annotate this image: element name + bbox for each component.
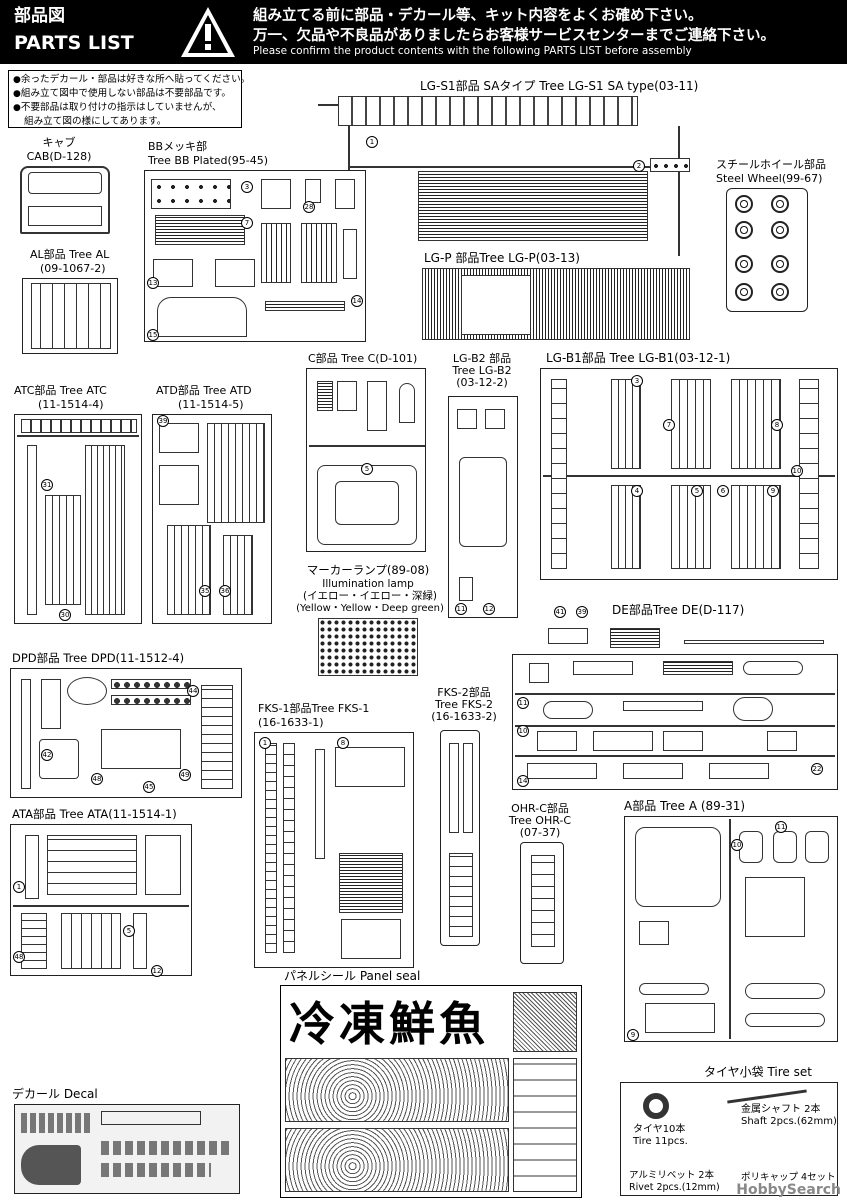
- watermark: HobbySearch: [736, 1182, 841, 1198]
- tree-c: 5: [306, 368, 426, 552]
- tree-marker-lamp: [318, 618, 418, 676]
- tree-cab: [20, 166, 110, 234]
- shaft-label-jp: 金属シャフト 2本: [741, 1104, 821, 1115]
- label-atd-jp: ATD部品 Tree ATD: [156, 384, 252, 397]
- label-fks2-code: (16-1633-2): [431, 710, 497, 723]
- label-atc-en: (11-1514-4): [38, 398, 104, 411]
- notes-box: ●余ったデカール・部品は好きな所へ貼ってください。 ●組み立て図中で使用しない部…: [8, 70, 251, 128]
- tree-lg-p: [422, 268, 690, 340]
- tire-set-box: タイヤ10本 Tire 11pcs. 金属シャフト 2本 Shaft 2pcs.…: [620, 1082, 838, 1196]
- de-radiator: [610, 628, 660, 648]
- label-atc-jp: ATC部品 Tree ATC: [14, 384, 107, 397]
- tree-ata: 1 48 5 12: [10, 824, 192, 977]
- label-marker-colors-jp: (イエロー・イエロー・深緑): [303, 590, 437, 602]
- rivet-label-jp: アルミリベット 2本: [629, 1170, 714, 1181]
- seal-pattern-squares: [513, 992, 577, 1052]
- tire-label-en: Tire 11pcs.: [633, 1136, 688, 1147]
- label-ohr-jp: OHR-C部品: [511, 802, 569, 815]
- header-line-3: Please confirm the product contents with…: [253, 45, 692, 57]
- panel-seal-sheet: 冷凍鮮魚: [280, 985, 582, 1198]
- note-1: ●余ったデカール・部品は好きな所へ貼ってください。: [13, 74, 251, 85]
- label-c: C部品 Tree C(D-101): [308, 352, 418, 365]
- seal-fish-panel-2: [285, 1128, 509, 1192]
- header-line-2: 万一、欠品や不良品がありましたらお客様サービスセンターまでご連絡下さい。: [253, 28, 775, 44]
- note-4: 組み立て図の様にしてあります。: [24, 116, 167, 127]
- label-al-jp: AL部品 Tree AL: [30, 248, 110, 261]
- note-2: ●組み立て図中で使用しない部品は不要部品です。: [13, 88, 231, 99]
- rivet-label-en: Rivet 2pcs.(12mm): [629, 1182, 720, 1193]
- label-a: A部品 Tree A (89-31): [624, 799, 746, 813]
- label-bb-en: Tree BB Plated(95-45): [148, 154, 269, 167]
- label-dpd: DPD部品 Tree DPD(11-1512-4): [12, 651, 185, 665]
- title-jp: 部品図: [14, 6, 65, 26]
- tree-dpd: 42 44 48 45 49: [10, 668, 242, 798]
- label-cab-jp: キャブ: [42, 136, 76, 149]
- label-fks2-jp: FKS-2部品: [437, 686, 491, 699]
- label-marker-en: Illumination lamp: [322, 578, 414, 590]
- label-lg-b2-en: Tree LG-B2: [452, 364, 512, 377]
- label-cab-en: CAB(D-128): [26, 150, 92, 163]
- tree-lg-s1: 1 2: [318, 96, 698, 256]
- label-marker-colors-en: (Yellow・Yellow・Deep green): [296, 603, 444, 614]
- label-fks2-en: Tree FKS-2: [435, 698, 493, 711]
- label-ata: ATA部品 Tree ATA(11-1514-1): [12, 807, 177, 821]
- seal-fish-panel-1: [285, 1058, 509, 1122]
- tree-lg-b2: 11 12: [448, 396, 518, 618]
- tire-icon: [643, 1093, 669, 1119]
- label-al-en: (09-1067-2): [40, 262, 106, 275]
- label-de: DE部品Tree DE(D-117): [612, 603, 745, 617]
- label-decal: デカール Decal: [12, 1087, 98, 1101]
- tree-fks1: 8 1: [254, 732, 414, 968]
- label-atd-en: (11-1514-5): [178, 398, 244, 411]
- label-fks1-en: (16-1633-1): [258, 716, 324, 729]
- label-ohr-code: (07-37): [519, 826, 561, 839]
- tree-atc: 31 30: [14, 414, 142, 624]
- tree-lg-b1: 3 7 8 4 5 6 9 10: [540, 368, 838, 580]
- shaft-icon: [727, 1089, 807, 1104]
- label-wheel-jp: スチールホイール部品: [716, 158, 826, 171]
- label-lg-p: LG-P 部品Tree LG-P(03-13): [424, 251, 580, 265]
- shaft-label-en: Shaft 2pcs.(62mm): [741, 1116, 837, 1127]
- tree-steel-wheel: [726, 188, 808, 312]
- label-lg-b2-jp: LG-B2 部品: [452, 352, 512, 365]
- label-marker-jp: マーカーランプ(89-08): [306, 563, 430, 577]
- tire-label-jp: タイヤ10本: [633, 1124, 686, 1135]
- de-loose-parts: 41 39: [548, 606, 598, 654]
- tree-de: 11 10 14 22: [512, 654, 838, 790]
- tree-bb: 3 7 13 15 14 28: [144, 170, 366, 342]
- tree-a: 10 11 9: [624, 816, 838, 1042]
- label-tire-set: タイヤ小袋 Tire set: [704, 1065, 812, 1079]
- seal-side-panels: [513, 1058, 577, 1192]
- label-wheel-en: Steel Wheel(99-67): [716, 172, 823, 185]
- label-panel-seal: パネルシール Panel seal: [284, 969, 421, 983]
- label-fks1-jp: FKS-1部品Tree FKS-1: [258, 702, 370, 715]
- seal-calligraphy: 冷凍鮮魚: [289, 997, 489, 1051]
- title-en: PARTS LIST: [14, 32, 134, 54]
- warning-triangle-icon: [181, 7, 235, 57]
- label-bb-jp: BBメッキ部: [148, 140, 208, 153]
- tree-fks2: [440, 730, 480, 946]
- note-3: ●不要部品は取り付けの指示はしていませんが、: [13, 102, 222, 113]
- header-line-1: 組み立てる前に部品・デカール等、キット内容をよくお確め下さい。: [253, 8, 703, 24]
- label-ohr-en: Tree OHR-C: [508, 814, 572, 827]
- de-shaft: [684, 640, 824, 644]
- label-lg-b1: LG-B1部品 Tree LG-B1(03-12-1): [546, 351, 731, 365]
- label-lg-s1: LG-S1部品 SAタイプ Tree LG-S1 SA type(03-11): [420, 79, 699, 93]
- label-lg-b2-code: (03-12-2): [456, 376, 508, 389]
- decal-sheet: [14, 1104, 240, 1194]
- tree-ohr-c: [520, 842, 564, 964]
- polycap-label-jp: ポリキャップ 4セット: [741, 1172, 836, 1183]
- tree-al: [22, 278, 118, 354]
- tree-atd: 39 35 36: [152, 414, 272, 624]
- header-banner: 部品図 PARTS LIST 組み立てる前に部品・デカール等、キット内容をよくお…: [0, 0, 847, 64]
